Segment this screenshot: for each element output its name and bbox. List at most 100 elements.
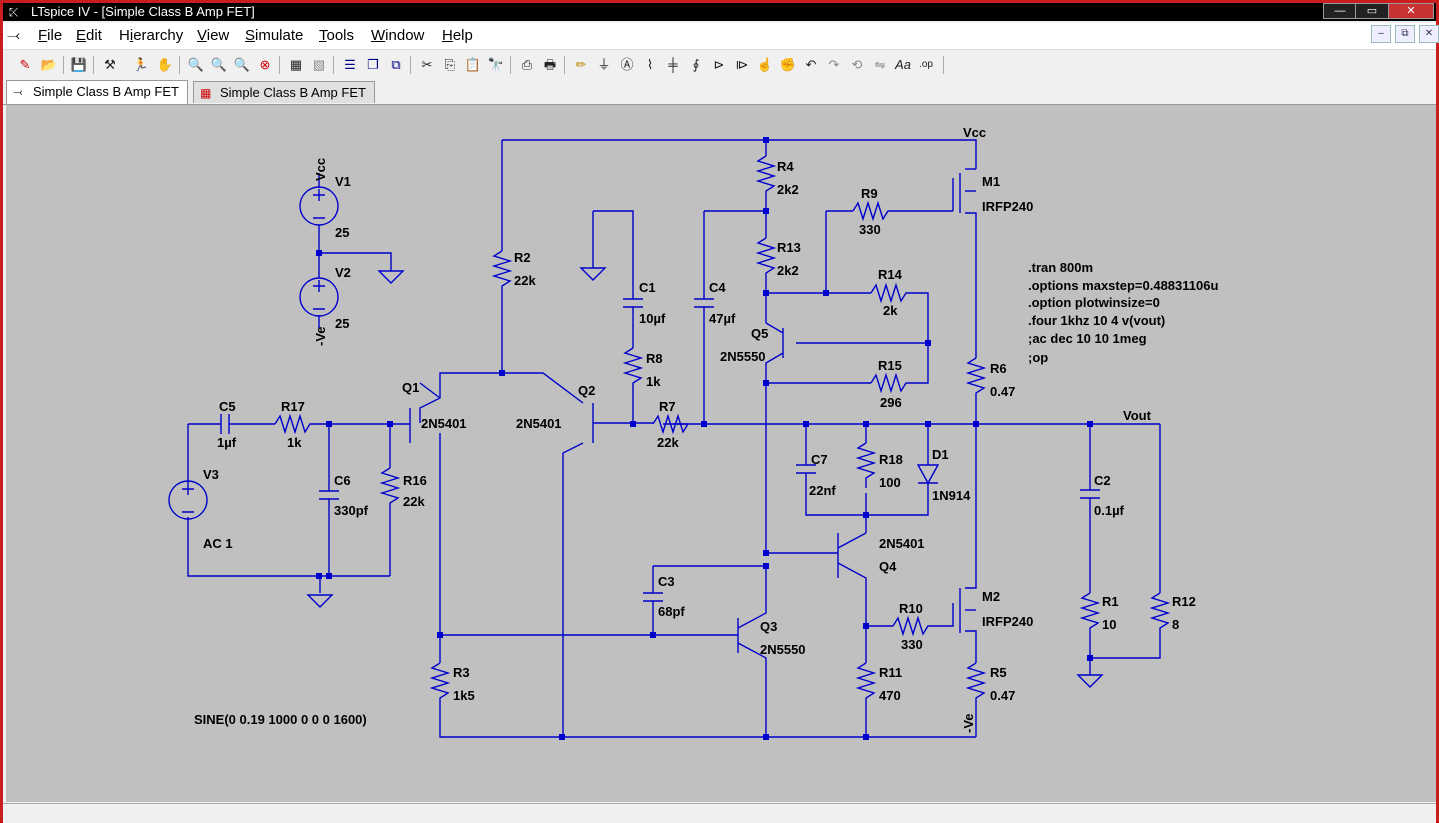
fit-icon[interactable]: ▧ — [312, 57, 326, 72]
label-R9: R9 — [861, 186, 878, 201]
value-V3: AC 1 — [203, 536, 233, 551]
mirror-icon[interactable]: ⇋ — [874, 57, 886, 72]
mdi-close-button[interactable]: ✕ — [1419, 25, 1439, 43]
resistor-R7 — [652, 413, 690, 435]
copy-icon[interactable]: ⎘ — [444, 57, 456, 72]
move-icon[interactable]: ☝ — [756, 57, 774, 72]
halt-icon[interactable]: ✋ — [156, 57, 174, 72]
value-Q2: 2N5401 — [516, 416, 562, 431]
inductor-icon[interactable]: ∮ — [692, 57, 700, 72]
schematic-doc-icon[interactable]: ⤙ — [7, 27, 20, 44]
label-R1: R1 — [1102, 594, 1119, 609]
spice-directive-icon[interactable]: .op — [919, 59, 933, 70]
directive-line[interactable]: .tran 800m — [1028, 260, 1093, 275]
draw-wire-icon[interactable]: ✏ — [575, 57, 587, 72]
component-icon[interactable]: ⧐ — [735, 57, 749, 72]
text-icon[interactable]: Aa — [895, 57, 911, 72]
minimize-button[interactable]: — — [1323, 3, 1357, 19]
sine-source-directive: SINE(0 0.19 1000 0 0 0 1600) — [194, 712, 367, 727]
ground-symbol — [377, 270, 405, 284]
grounds — [306, 267, 1104, 688]
resistor-R9 — [852, 200, 891, 222]
label-Q1: Q1 — [402, 380, 419, 395]
menu-edit[interactable]: Edit — [76, 27, 102, 44]
print-preview-icon[interactable]: ⎙ — [521, 57, 533, 72]
label-R11: R11 — [879, 665, 902, 680]
mdi-restore-button[interactable]: ⧉ — [1395, 25, 1415, 43]
resistor-icon[interactable]: ⌇ — [646, 57, 654, 72]
resistor-R16 — [379, 467, 401, 508]
window-title: LTspice IV - [Simple Class B Amp FET] — [31, 4, 255, 19]
find-icon[interactable]: 🔭 — [487, 57, 505, 72]
autorange-icon[interactable]: ▦ — [289, 57, 303, 72]
control-panel-icon[interactable]: ⚒ — [104, 57, 116, 72]
diode-D1 — [916, 464, 940, 485]
value-C3: 68pf — [658, 604, 685, 619]
paste-icon[interactable]: 📋 — [464, 57, 482, 72]
label-C2: C2 — [1094, 473, 1111, 488]
directive-line[interactable]: .option plotwinsize=0 — [1028, 295, 1160, 310]
schematic-canvas[interactable]: Vcc Vout Vcc -Ve -Ve V1 25 V2 25 V3 AC 1… — [6, 105, 1436, 802]
value-Q5: 2N5550 — [720, 349, 766, 364]
menu-tools[interactable]: Tools — [319, 27, 355, 44]
tab-schematic[interactable]: ⤙ Simple Class B Amp FET — [6, 80, 188, 104]
maximize-button[interactable]: ▭ — [1355, 3, 1389, 19]
menu-hierarchy[interactable]: Hierarchy — [119, 27, 184, 44]
zoom-fit-icon[interactable]: ⊗ — [259, 57, 271, 72]
menu-window[interactable]: Window — [371, 27, 425, 44]
label-C4: C4 — [709, 280, 726, 295]
new-schematic-icon[interactable]: ✎ — [19, 57, 31, 72]
zoom-pan-icon[interactable]: 🔍 — [210, 57, 228, 72]
label-R14: R14 — [878, 267, 903, 282]
mdi-minimize-button[interactable]: – — [1371, 25, 1391, 43]
resistor-R8 — [622, 347, 644, 388]
label-net-icon[interactable]: Ⓐ — [620, 57, 634, 72]
directive-line[interactable]: .four 1khz 10 4 v(vout) — [1028, 313, 1165, 328]
open-icon[interactable]: 📂 — [40, 57, 58, 72]
zoom-in-icon[interactable]: 🔍 — [187, 57, 205, 72]
label-C7: C7 — [811, 452, 828, 467]
zoom-out-icon[interactable]: 🔍 — [233, 57, 251, 72]
value-R8: 1k — [646, 374, 661, 389]
close-button[interactable]: ✕ — [1388, 3, 1434, 19]
value-R2: 22k — [514, 273, 536, 288]
menu-simulate[interactable]: Simulate — [245, 27, 304, 44]
resistor-R13 — [755, 237, 777, 278]
print-icon[interactable]: 🖶 — [543, 57, 557, 72]
net-label-vout: Vout — [1123, 408, 1152, 423]
directive-line[interactable]: .options maxstep=0.48831106u — [1028, 278, 1218, 293]
value-R6: 0.47 — [990, 384, 1015, 399]
value-Q4: 2N5401 — [879, 536, 925, 551]
cut-icon[interactable]: ✂ — [421, 57, 433, 72]
schematic-drawing: Vcc Vout Vcc -Ve -Ve V1 25 V2 25 V3 AC 1… — [168, 125, 1218, 740]
tile-horizontal-icon[interactable]: ☰ — [344, 57, 356, 72]
ground-icon[interactable]: ⏚ — [597, 57, 611, 72]
tab-waveform[interactable]: ▦ Simple Class B Amp FET — [193, 81, 375, 103]
value-R10: 330 — [901, 637, 923, 652]
drag-icon[interactable]: ✊ — [779, 57, 797, 72]
menu-help[interactable]: Help — [442, 27, 473, 44]
value-M2: IRFP240 — [982, 614, 1033, 629]
save-icon[interactable]: 💾 — [70, 57, 88, 72]
run-icon[interactable]: 🏃 — [132, 57, 150, 72]
rotate-icon[interactable]: ⟲ — [851, 57, 863, 72]
menu-file[interactable]: File — [38, 27, 63, 44]
spice-directives[interactable]: .tran 800m .options maxstep=0.48831106u … — [1028, 260, 1218, 365]
capacitor-icon[interactable]: ╪ — [668, 57, 678, 72]
diode-icon[interactable]: ⊳ — [713, 57, 725, 72]
title-bar[interactable]: ⤪ LTspice IV - [Simple Class B Amp FET] … — [3, 3, 1436, 21]
undo-icon[interactable]: ↶ — [805, 57, 817, 72]
resistor-R12 — [1149, 592, 1171, 633]
directive-line[interactable]: ;ac dec 10 10 1meg — [1028, 331, 1147, 346]
tile-vertical-icon[interactable]: ⧉ — [391, 57, 401, 72]
status-bar — [3, 803, 1436, 823]
label-R2: R2 — [514, 250, 531, 265]
label-R4: R4 — [777, 159, 794, 174]
resistor-R3 — [429, 662, 451, 703]
capacitor-C2 — [1080, 489, 1100, 499]
directive-line[interactable]: ;op — [1028, 350, 1048, 365]
redo-icon[interactable]: ↷ — [828, 57, 840, 72]
menu-view[interactable]: View — [197, 27, 230, 44]
cascade-icon[interactable]: ❐ — [367, 57, 379, 72]
